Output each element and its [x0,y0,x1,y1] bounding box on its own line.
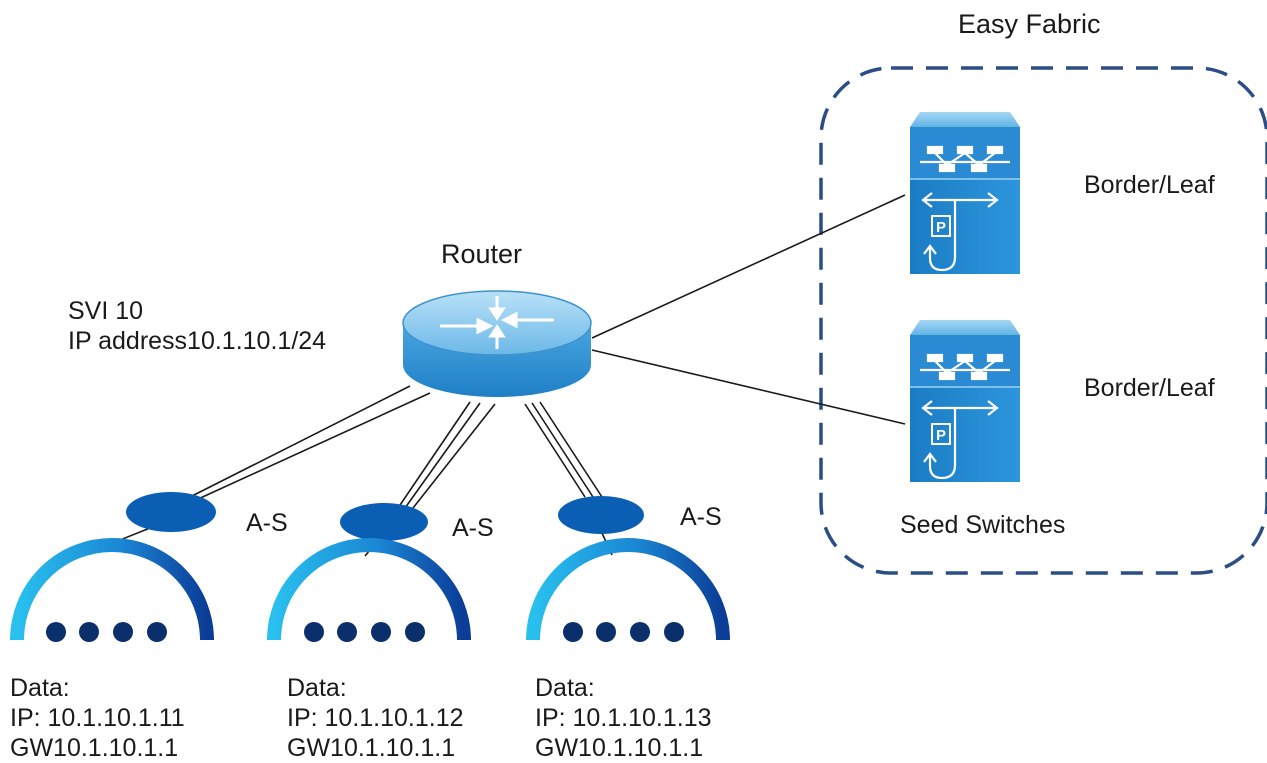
seed-switches-label: Seed Switches [900,511,1066,539]
svi-name: SVI 10 [68,297,144,325]
host-ip: IP: 10.1.10.1.13 [535,704,712,732]
access-switch-icon-1[interactable] [126,492,216,532]
host-gateway: GW10.1.10.1.1 [287,734,456,762]
host-gateway: GW10.1.10.1.1 [10,734,179,762]
link-router-as3-b [531,402,594,498]
router-icon[interactable] [402,290,592,397]
router-label: Router [441,239,523,269]
fabric-title: Easy Fabric [958,9,1101,39]
access-switch-label-1: A-S [246,509,288,537]
layer3-switch-icon-2[interactable]: P [910,320,1020,482]
svi-ip-address: IP address10.1.10.1/24 [68,327,327,355]
link-router-as2-a [397,401,471,509]
host-gateway: GW10.1.10.1.1 [535,734,704,762]
host-ip: IP: 10.1.10.1.11 [10,704,185,732]
fabric-boundary [819,66,1267,575]
host-info-3: Data: IP: 10.1.10.1.13 GW10.1.10.1.1 [535,673,712,763]
svg-text:P: P [936,219,946,236]
svg-text:P: P [936,427,946,444]
link-router-leaf2 [591,349,906,425]
host-data-label: Data: [10,674,70,702]
host-group-icon-3[interactable] [526,538,730,642]
host-info-2: Data: IP: 10.1.10.1.12 GW10.1.10.1.1 [287,673,464,763]
link-router-as1-a [189,385,411,498]
link-router-as1-b [195,392,431,501]
link-router-as2-b [404,402,481,509]
switch-label-1: Border/Leaf [1084,171,1215,199]
access-switch-label-2: A-S [452,514,494,542]
access-switch-icon-2[interactable] [340,503,428,541]
link-router-as2-c [412,403,496,509]
link-router-leaf1 [591,194,906,339]
access-switch-icon-3[interactable] [558,496,644,534]
svi-info: SVI 10 IP address10.1.10.1/24 [68,296,326,356]
link-router-as3-c [539,401,603,498]
host-data-label: Data: [535,674,595,702]
link-router-as3-a [524,403,586,498]
host-info-1: Data: IP: 10.1.10.1.11 GW10.1.10.1.1 [10,673,185,763]
access-switch-label-3: A-S [680,503,722,531]
host-data-label: Data: [287,674,347,702]
host-ip: IP: 10.1.10.1.12 [287,704,464,732]
layer3-switch-icon-1[interactable]: P [910,112,1020,274]
host-group-icon-1[interactable] [10,538,214,642]
switch-label-2: Border/Leaf [1084,374,1215,402]
host-group-icon-2[interactable] [267,538,471,642]
